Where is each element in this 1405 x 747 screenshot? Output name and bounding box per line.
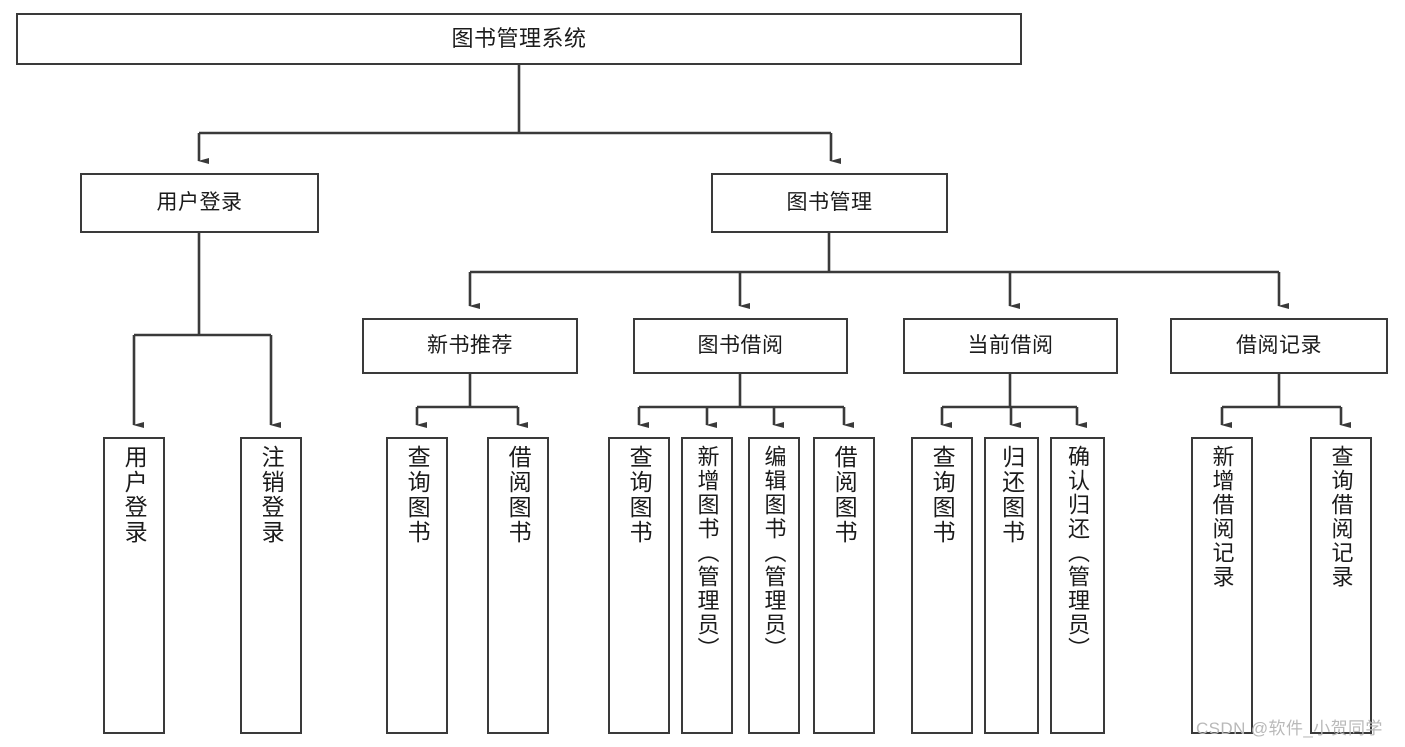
node-label: 新书推荐 (427, 333, 513, 357)
node-current-borrow[interactable]: 当前借阅 (903, 318, 1118, 374)
leaf-query-borrow-record[interactable]: 查询借阅记录 (1310, 437, 1372, 734)
node-label: 图书管理系统 (451, 26, 587, 52)
node-new-book-recommend[interactable]: 新书推荐 (362, 318, 578, 374)
leaf-edit-book-admin[interactable]: 编辑图书（管理员） (748, 437, 800, 734)
node-label: 查询图书 (626, 445, 653, 545)
watermark-text: CSDN @软件_小贺同学 (1196, 719, 1383, 738)
node-label: 查询图书 (929, 445, 956, 545)
node-root-system[interactable]: 图书管理系统 (16, 13, 1022, 65)
node-label: 注销登录 (258, 445, 285, 545)
leaf-borrow-book-1[interactable]: 借阅图书 (487, 437, 549, 734)
node-label: 查询借阅记录 (1328, 445, 1354, 589)
leaf-confirm-return-admin[interactable]: 确认归还（管理员） (1050, 437, 1105, 734)
node-label: 用户登录 (121, 445, 148, 545)
leaf-user-login[interactable]: 用户登录 (103, 437, 165, 734)
node-book-management[interactable]: 图书管理 (711, 173, 948, 233)
node-label: 归还图书 (998, 445, 1025, 545)
leaf-add-borrow-record[interactable]: 新增借阅记录 (1191, 437, 1253, 734)
node-label: 借阅图书 (505, 445, 532, 545)
leaf-return-book[interactable]: 归还图书 (984, 437, 1039, 734)
node-label: 新增图书（管理员） (694, 445, 720, 661)
node-label: 新增借阅记录 (1209, 445, 1235, 589)
node-label: 编辑图书（管理员） (761, 445, 787, 661)
node-label: 确认归还（管理员） (1065, 445, 1091, 661)
node-label: 当前借阅 (967, 333, 1054, 357)
leaf-add-book-admin[interactable]: 新增图书（管理员） (681, 437, 733, 734)
node-label: 图书借阅 (697, 333, 784, 357)
leaf-user-logout[interactable]: 注销登录 (240, 437, 302, 734)
leaf-query-book-2[interactable]: 查询图书 (608, 437, 670, 734)
leaf-query-book-3[interactable]: 查询图书 (911, 437, 973, 734)
node-book-borrow[interactable]: 图书借阅 (633, 318, 848, 374)
node-borrow-record[interactable]: 借阅记录 (1170, 318, 1388, 374)
node-user-login[interactable]: 用户登录 (80, 173, 319, 233)
node-label: 借阅图书 (831, 445, 858, 545)
node-label: 用户登录 (156, 190, 243, 214)
node-label: 查询图书 (404, 445, 431, 545)
leaf-borrow-book-2[interactable]: 借阅图书 (813, 437, 875, 734)
leaf-query-book-1[interactable]: 查询图书 (386, 437, 448, 734)
node-label: 图书管理 (786, 190, 873, 214)
node-label: 借阅记录 (1236, 333, 1322, 357)
